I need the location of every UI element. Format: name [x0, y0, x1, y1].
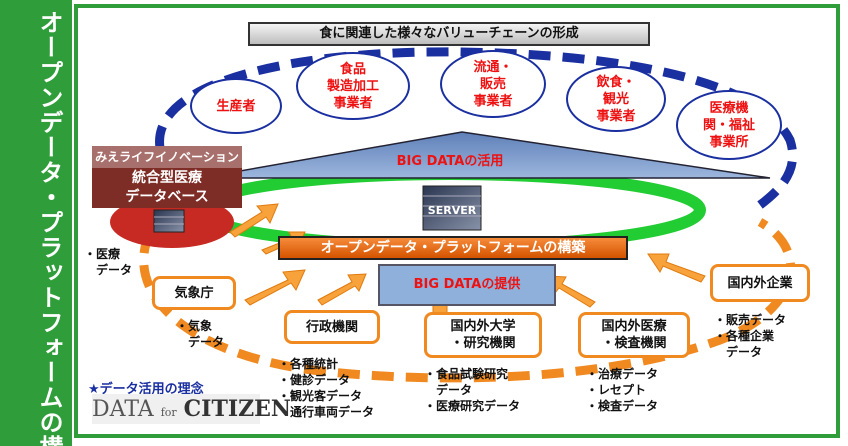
sidebar: オープンデータ・プラットフォームの構築: [0, 0, 72, 446]
database-body: 統合型医療 データベース: [92, 168, 242, 208]
note-hospital-data: ・治療データ ・レセプト ・検査データ: [586, 367, 659, 413]
source-university: 国内外大学 ・研究機関: [424, 312, 542, 358]
big-data-provide-box: BIG DATAの提供: [378, 264, 556, 306]
note-university-data: ・食品試験研究 データ ・医療研究データ: [424, 367, 521, 413]
note-admin-data: ・各種統計 ・健診データ ・観光客データ ・通行車両データ: [278, 357, 375, 419]
database-server-icon: [153, 209, 185, 233]
actor-label: 流通・ 販売 事業者: [473, 59, 513, 109]
motto-label: ★データ活用の理念: [88, 382, 204, 397]
source-company: 国内外企業: [710, 264, 810, 302]
note-company-data: ・販売データ ・各種企業 データ: [714, 313, 787, 359]
arrow-admin: [317, 273, 367, 306]
actor-medical-welfare: 医療機 関・福祉 事業所: [676, 90, 782, 160]
actor-producer: 生産者: [190, 78, 282, 134]
data-for-citizen-logo: DATA for CITIZEN: [92, 394, 291, 424]
actor-label: 医療機 関・福祉 事業所: [702, 100, 755, 150]
arrow-weather: [244, 269, 306, 306]
sidebar-title: オープンデータ・プラットフォームの構築: [35, 10, 63, 446]
note-medical-data: ・医療 データ: [84, 247, 133, 277]
platform-bar: オープンデータ・プラットフォームの構築: [278, 236, 628, 260]
actor-restaurant-tourism: 飲食・ 観光 事業者: [566, 66, 666, 132]
source-government: 行政機関: [284, 310, 380, 344]
note-weather-data: ・気象 データ: [176, 319, 225, 349]
value-chain-ring: [155, 47, 798, 209]
data-flow-ring: [139, 218, 796, 383]
actor-label: 生産者: [216, 98, 256, 114]
source-weather-agency: 気象庁: [152, 276, 236, 310]
big-data-triangle: [199, 131, 771, 179]
arrow-company: [647, 253, 706, 283]
big-data-use-label: BIG DATAの活用: [396, 154, 504, 169]
value-chain-header: 食に関連した様々なバリューチェーンの形成: [248, 22, 650, 46]
actor-distribution: 流通・ 販売 事業者: [440, 50, 546, 118]
database-title: みえライフイノベーション: [92, 146, 242, 168]
arrow-db: [229, 203, 279, 238]
server-label: SERVER: [428, 204, 477, 217]
source-hospital: 国内外医療 ・検査機関: [578, 312, 690, 358]
server-icon: SERVER: [422, 185, 482, 231]
actor-label: 食品 製造加工 事業者: [326, 61, 379, 111]
logo-for-text: for: [160, 406, 177, 419]
logo-data-text: DATA: [92, 397, 154, 422]
actor-food-processor: 食品 製造加工 事業者: [296, 52, 410, 120]
logo-citizen-text: CITIZEN: [183, 396, 292, 422]
actor-label: 飲食・ 観光 事業者: [596, 74, 636, 124]
